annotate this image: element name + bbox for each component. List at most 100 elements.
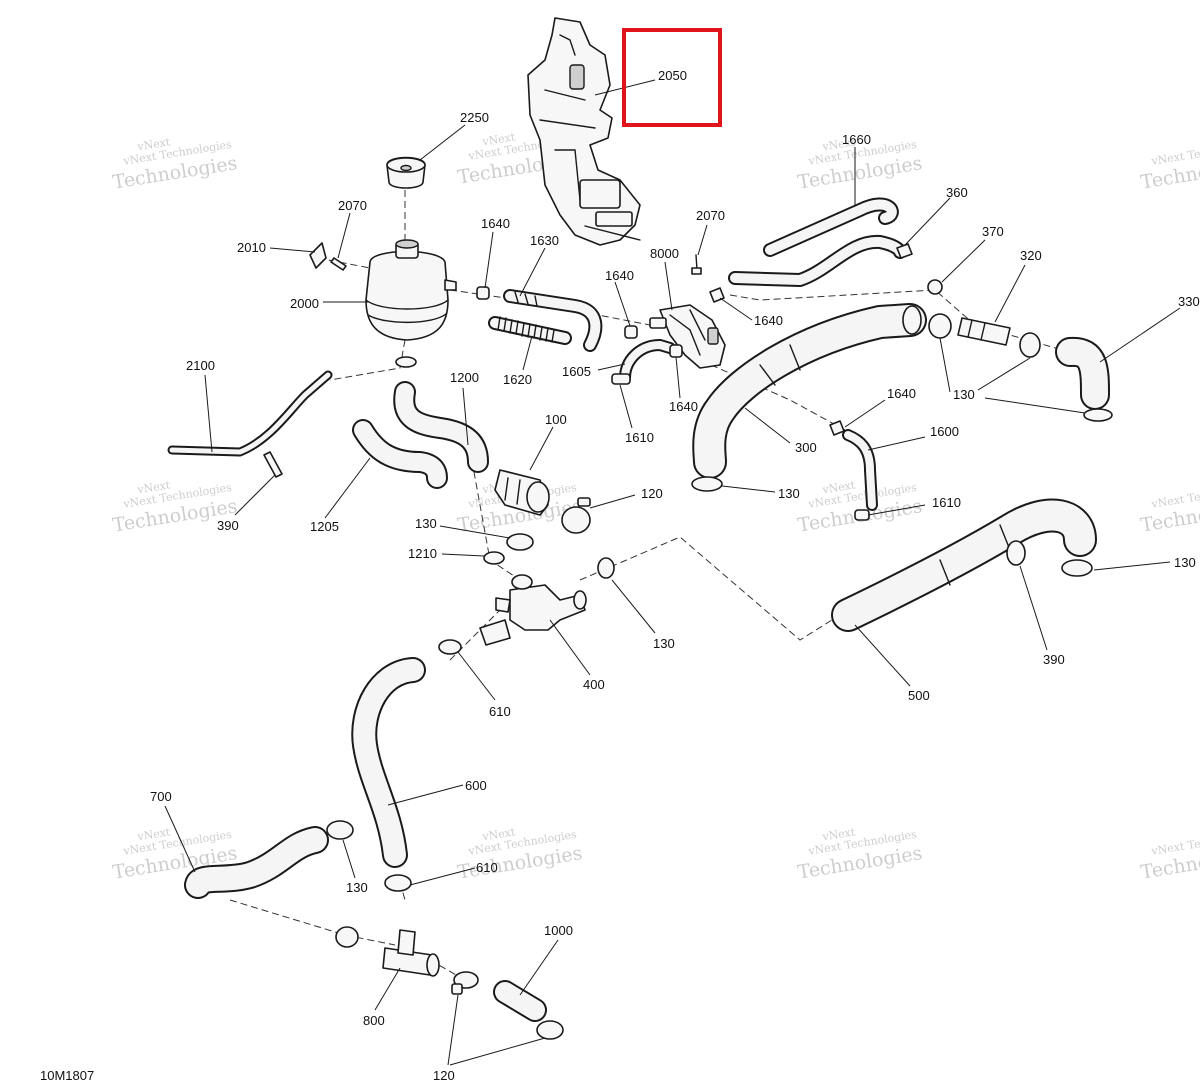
callout-1205[interactable]: 1205 — [310, 519, 339, 534]
callout-130[interactable]: 130 — [653, 636, 675, 651]
callout-2070[interactable]: 2070 — [696, 208, 725, 223]
callout-320[interactable]: 320 — [1020, 248, 1042, 263]
part-clamp-1610[interactable] — [854, 509, 870, 521]
part-hose-1660[interactable] — [728, 197, 907, 287]
callout-130[interactable]: 130 — [1174, 555, 1196, 570]
part-clamp-610[interactable] — [384, 874, 412, 892]
callout-8000[interactable]: 8000 — [650, 246, 679, 261]
callout-1630[interactable]: 1630 — [530, 233, 559, 248]
callout-610[interactable]: 610 — [489, 704, 511, 719]
callout-1640[interactable]: 1640 — [481, 216, 510, 231]
part-clamp-120[interactable] — [451, 971, 564, 1040]
part-hose-1630[interactable] — [503, 289, 603, 352]
part-hose-1605[interactable] — [619, 339, 676, 384]
part-pipe-2100[interactable] — [167, 370, 333, 457]
callout-1600[interactable]: 1600 — [930, 424, 959, 439]
part-hose-1000[interactable] — [493, 980, 547, 1022]
part-connector-320[interactable] — [957, 317, 1011, 346]
part-clamp-1610[interactable] — [611, 373, 631, 385]
callout-1610[interactable]: 1610 — [932, 495, 961, 510]
part-clamp-1640[interactable] — [476, 286, 490, 300]
part-clip-2010[interactable] — [309, 242, 327, 269]
watermark: vNext vNext Technologies Technologies — [796, 825, 924, 883]
part-hose-300[interactable] — [692, 303, 927, 479]
part-screw-2070[interactable] — [330, 257, 347, 271]
callout-120[interactable]: 120 — [433, 1068, 455, 1083]
part-clamp-610[interactable] — [438, 639, 462, 655]
part-hose-1200[interactable] — [393, 381, 489, 473]
selected-part-highlight — [622, 28, 722, 127]
part-clamp-1210[interactable] — [483, 551, 505, 565]
callout-100[interactable]: 100 — [545, 412, 567, 427]
part-hose-500[interactable] — [831, 498, 1097, 632]
part-clamp-1640[interactable] — [624, 325, 638, 339]
part-clamp-120[interactable] — [561, 497, 591, 534]
watermark-text: vNext — [481, 130, 517, 148]
part-hose-1600[interactable] — [842, 429, 878, 511]
callout-1640[interactable]: 1640 — [669, 399, 698, 414]
callout-1660[interactable]: 1660 — [842, 132, 871, 147]
callout-130[interactable]: 130 — [346, 880, 368, 895]
callout-2000[interactable]: 2000 — [290, 296, 319, 311]
part-clip-390[interactable] — [263, 451, 283, 478]
callout-600[interactable]: 600 — [465, 778, 487, 793]
callout-1605[interactable]: 1605 — [562, 364, 591, 379]
part-clamp-130[interactable] — [326, 820, 359, 948]
watermark-text: vNext — [821, 478, 857, 496]
callout-1610[interactable]: 1610 — [625, 430, 654, 445]
callout-700[interactable]: 700 — [150, 789, 172, 804]
part-screw-2070[interactable] — [691, 254, 702, 275]
callout-2100[interactable]: 2100 — [186, 358, 215, 373]
callout-130[interactable]: 130 — [778, 486, 800, 501]
callout-1000[interactable]: 1000 — [544, 923, 573, 938]
callout-2250[interactable]: 2250 — [460, 110, 489, 125]
callout-1640[interactable]: 1640 — [754, 313, 783, 328]
part-clamp-1640[interactable] — [669, 344, 683, 358]
callout-1200[interactable]: 1200 — [450, 370, 479, 385]
part-cap-2250[interactable] — [386, 156, 426, 189]
callout-130[interactable]: 130 — [415, 516, 437, 531]
part-clamp-130[interactable] — [691, 476, 723, 492]
part-clamp-370[interactable] — [927, 279, 943, 295]
callout-500[interactable]: 500 — [908, 688, 930, 703]
callout-330[interactable]: 330 — [1178, 294, 1200, 309]
part-thermostat-100[interactable] — [494, 469, 550, 516]
callout-300[interactable]: 300 — [795, 440, 817, 455]
callout-1620[interactable]: 1620 — [503, 372, 532, 387]
part-hose-1205[interactable] — [352, 419, 448, 489]
callout-1640[interactable]: 1640 — [887, 386, 916, 401]
callout-130[interactable]: 130 — [953, 387, 975, 402]
callout-1210[interactable]: 1210 — [408, 546, 437, 561]
part-clamp-130[interactable] — [1061, 559, 1093, 577]
callout-800[interactable]: 800 — [363, 1013, 385, 1028]
part-valve-8000[interactable] — [649, 304, 726, 369]
part-clip-390[interactable] — [1006, 540, 1026, 566]
callout-400[interactable]: 400 — [583, 677, 605, 692]
drawing-code: 10M1807 — [40, 1068, 94, 1083]
watermark: vNext vNext Technologies Technologies — [796, 478, 924, 536]
callout-2070[interactable]: 2070 — [338, 198, 367, 213]
part-clamp-360[interactable] — [896, 243, 913, 259]
callout-370[interactable]: 370 — [982, 224, 1004, 239]
part-clamp-130[interactable] — [928, 313, 1041, 358]
part-tee-800[interactable] — [382, 929, 440, 977]
callout-2010[interactable]: 2010 — [237, 240, 266, 255]
callout-2050[interactable]: 2050 — [658, 68, 687, 83]
callout-1640[interactable]: 1640 — [605, 268, 634, 283]
part-hose-700[interactable] — [184, 826, 329, 899]
part-bracket-2050[interactable] — [527, 17, 641, 246]
part-reservoir-2000[interactable] — [365, 239, 457, 368]
part-hose-600[interactable] — [351, 657, 426, 868]
callout-360[interactable]: 360 — [946, 185, 968, 200]
part-clamp-130[interactable] — [597, 557, 615, 579]
part-clamp-130[interactable] — [506, 533, 534, 551]
watermark-text: vNext — [136, 825, 172, 843]
callout-120[interactable]: 120 — [641, 486, 663, 501]
part-hose-1620[interactable] — [488, 316, 572, 345]
callout-610[interactable]: 610 — [476, 860, 498, 875]
callout-390[interactable]: 390 — [1043, 652, 1065, 667]
part-housing-400[interactable] — [479, 574, 587, 646]
part-elbow-330[interactable] — [1055, 336, 1110, 410]
part-clamp-130[interactable] — [1083, 408, 1113, 422]
callout-390[interactable]: 390 — [217, 518, 239, 533]
